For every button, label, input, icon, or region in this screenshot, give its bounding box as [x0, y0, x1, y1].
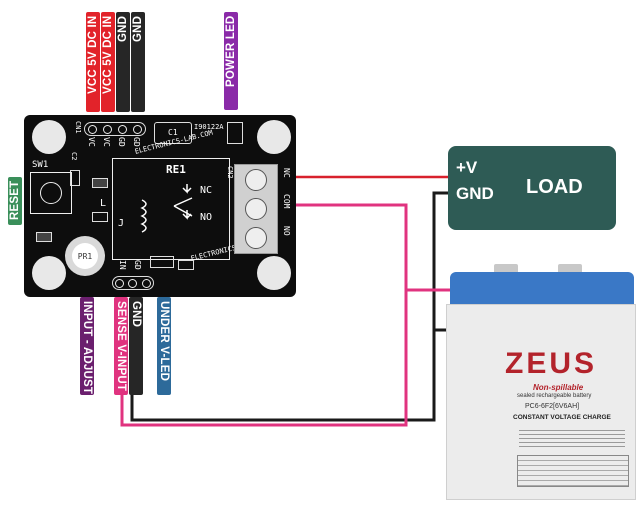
load-block: +V GND LOAD: [448, 146, 616, 230]
coil-symbol: [140, 199, 147, 233]
re1-label: RE1: [166, 163, 186, 176]
arrow-down-icon: [182, 210, 192, 220]
battery: ZEUS Non-spillable sealed rechargeable b…: [446, 264, 636, 500]
bottom-header: [112, 276, 154, 290]
battery-fine-print: [519, 427, 625, 449]
pin-vc-1: VC: [87, 137, 96, 147]
smd-part: [36, 232, 52, 242]
cn1-header: [84, 122, 146, 136]
screw-terminal[interactable]: [245, 168, 267, 191]
battery-warning-box: [517, 455, 629, 487]
load-plus-v-label: +V: [456, 158, 478, 177]
battery-subtitle: Non-spillable: [533, 383, 584, 392]
battery-lid: [450, 272, 634, 306]
load-label: LOAD: [526, 176, 583, 198]
capacitor-c1: [154, 122, 192, 144]
reset-switch[interactable]: [30, 172, 72, 214]
contact-symbol: [173, 197, 193, 207]
label-gnd-bottom: GND: [129, 297, 143, 395]
l-label: L: [100, 198, 107, 209]
pin-gd-label: GD: [133, 260, 142, 270]
pin-gd-1: GD: [117, 137, 126, 147]
smd-part: [92, 212, 108, 222]
c2-label: C2: [70, 152, 78, 161]
ic-label: I90122A: [194, 123, 224, 131]
relay-symbol: [140, 184, 193, 233]
pr1-label: PR1: [72, 243, 98, 269]
screw-terminal[interactable]: [245, 197, 267, 220]
potentiometer-pr1[interactable]: PR1: [65, 236, 105, 276]
mounting-hole: [257, 256, 291, 290]
mounting-hole: [32, 120, 66, 154]
switch-knob: [40, 182, 62, 204]
c1-label: C1: [168, 128, 178, 137]
relay-re1: [112, 158, 230, 260]
mounting-hole: [257, 120, 291, 154]
relay-nc-label: NC: [200, 185, 213, 196]
battery-desc: sealed rechargeable battery: [517, 393, 592, 399]
led-footprint: [227, 122, 243, 144]
label-input-adjust: INPUT - ADJUST: [80, 297, 94, 395]
battery-charge: CONSTANT VOLTAGE CHARGE: [513, 414, 611, 421]
cn1-label: CN1: [74, 121, 82, 134]
arrow-down-icon: [182, 184, 192, 194]
sw1-label: SW1: [32, 160, 49, 170]
label-sense-v-input: SENSE V-INPUT: [114, 297, 128, 395]
label-under-v-led: UNDER V-LED: [157, 297, 171, 395]
j-label: J: [118, 218, 125, 229]
smd-part: [92, 178, 108, 188]
terminal-nc-label: NC: [282, 168, 291, 178]
cn2-label: CN2: [226, 166, 234, 179]
cn2-terminal-block: [234, 164, 278, 254]
pin-in-label: IN: [118, 260, 127, 270]
mounting-hole: [32, 256, 66, 290]
screw-terminal[interactable]: [245, 227, 267, 250]
relay-no-label: NO: [200, 212, 213, 223]
battery-body: ZEUS Non-spillable sealed rechargeable b…: [446, 304, 636, 500]
smd-part: [70, 170, 80, 186]
load-gnd-label: GND: [456, 184, 494, 203]
contact-symbol: [173, 205, 193, 217]
smd-part: [178, 260, 194, 270]
pin-vc-2: VC: [102, 137, 111, 147]
battery-brand: ZEUS: [505, 347, 598, 380]
pin-gd-2: GD: [132, 137, 141, 147]
terminal-no-label: NO: [282, 226, 291, 236]
smd-part: [150, 256, 174, 268]
terminal-com-label: COM: [282, 194, 291, 209]
battery-model: PC6-6F2[6V6AH]: [525, 403, 580, 410]
